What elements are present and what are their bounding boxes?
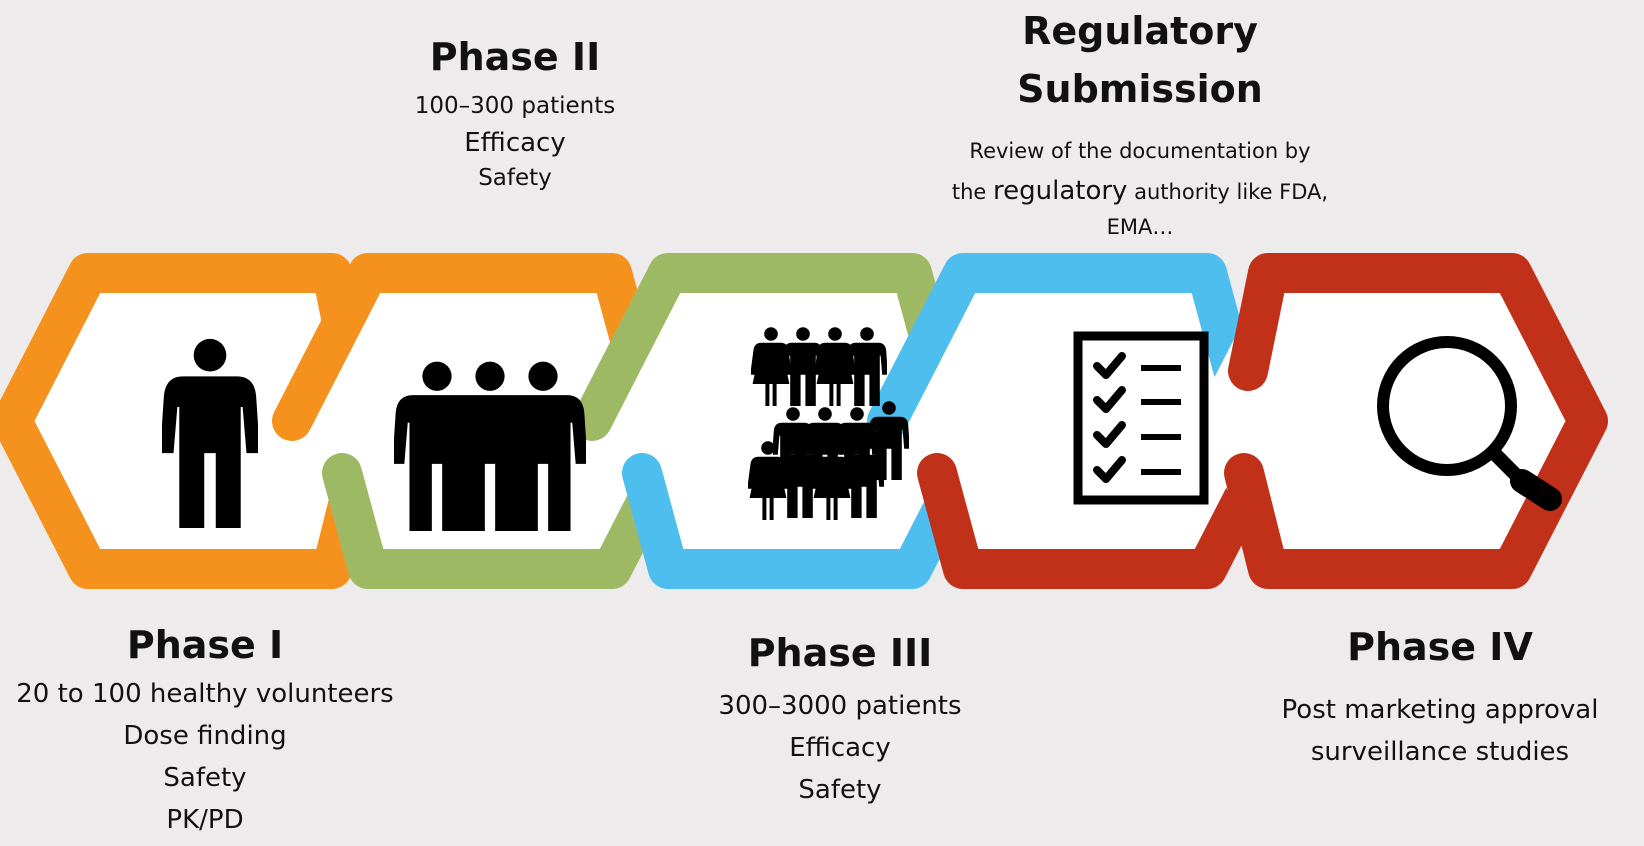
phase-4-description-line-1: Post marketing approval [1281,695,1599,726]
phase-1-hexagon-upper-band [0,253,376,589]
phase-4-description-line-2: surveillance studies [1310,737,1570,768]
phase-2-objective-efficacy: Efficacy [464,128,566,159]
phase-1-block: Phase I 20 to 100 healthy volunteers Dos… [0,618,410,841]
description-prefix: the [951,180,994,204]
magnifier-icon [1377,336,1562,511]
phase-2-objective-safety: Safety [478,165,552,192]
regulatory-submission-hexagon-upper-band [867,253,1253,441]
regulatory-submission-description-line-3: EMA… [1106,215,1174,239]
phase-4-hexagon-upper-band [1224,253,1608,589]
phase-1-objective-safety: Safety [163,763,247,794]
regulatory-submission-title-line-1: Regulatory [1022,9,1258,53]
description-suffix: authority like FDA, [1127,180,1329,204]
regulatory-submission-hexagon-fill [887,273,1283,569]
phase-3-block: Phase III 300–3000 patients Efficacy Saf… [660,626,1020,811]
description-emphasis: regulatory [993,176,1128,206]
phase-1-objective-pkpd: PK/PD [166,805,244,836]
phase-4-title: Phase IV [1347,625,1533,669]
phase-1-objective-dose-finding: Dose finding [123,721,287,752]
phase-2-participants: 100–300 patients [414,93,616,120]
magnifier-handle [1510,469,1562,511]
magnifier-lens [1377,336,1517,476]
phase-3-objective-safety: Safety [798,775,882,806]
check-mark [1093,421,1126,448]
phase-3-title: Phase III [747,631,933,675]
check-mark [1093,352,1126,379]
regulatory-submission-block: Regulatory Submission Review of the docu… [900,2,1380,241]
phase-3-objective-efficacy: Efficacy [789,733,891,764]
phase-2-block: Phase II 100–300 patients Efficacy Safet… [365,30,665,195]
checklist-frame [1073,331,1209,505]
phase-3-hexagon-fill [592,273,988,569]
phase-icons [162,327,1562,531]
checklist-icon [1073,331,1209,505]
check-mark [1093,386,1126,413]
regulatory-submission-title-line-2: Submission [1017,67,1263,111]
phase-1-participants: 20 to 100 healthy volunteers [16,679,394,710]
phase-4-block: Phase IV Post marketing approval surveil… [1270,620,1610,773]
phase-2-title: Phase II [429,35,601,79]
regulatory-submission-description-line-2: the regulatory authority like FDA, [900,170,1380,213]
regulatory-submission-description-line-1: Review of the documentation by [969,139,1311,163]
phase-1-title: Phase I [126,623,284,667]
phase-3-participants: 300–3000 patients [718,691,962,722]
check-mark [1093,456,1126,483]
